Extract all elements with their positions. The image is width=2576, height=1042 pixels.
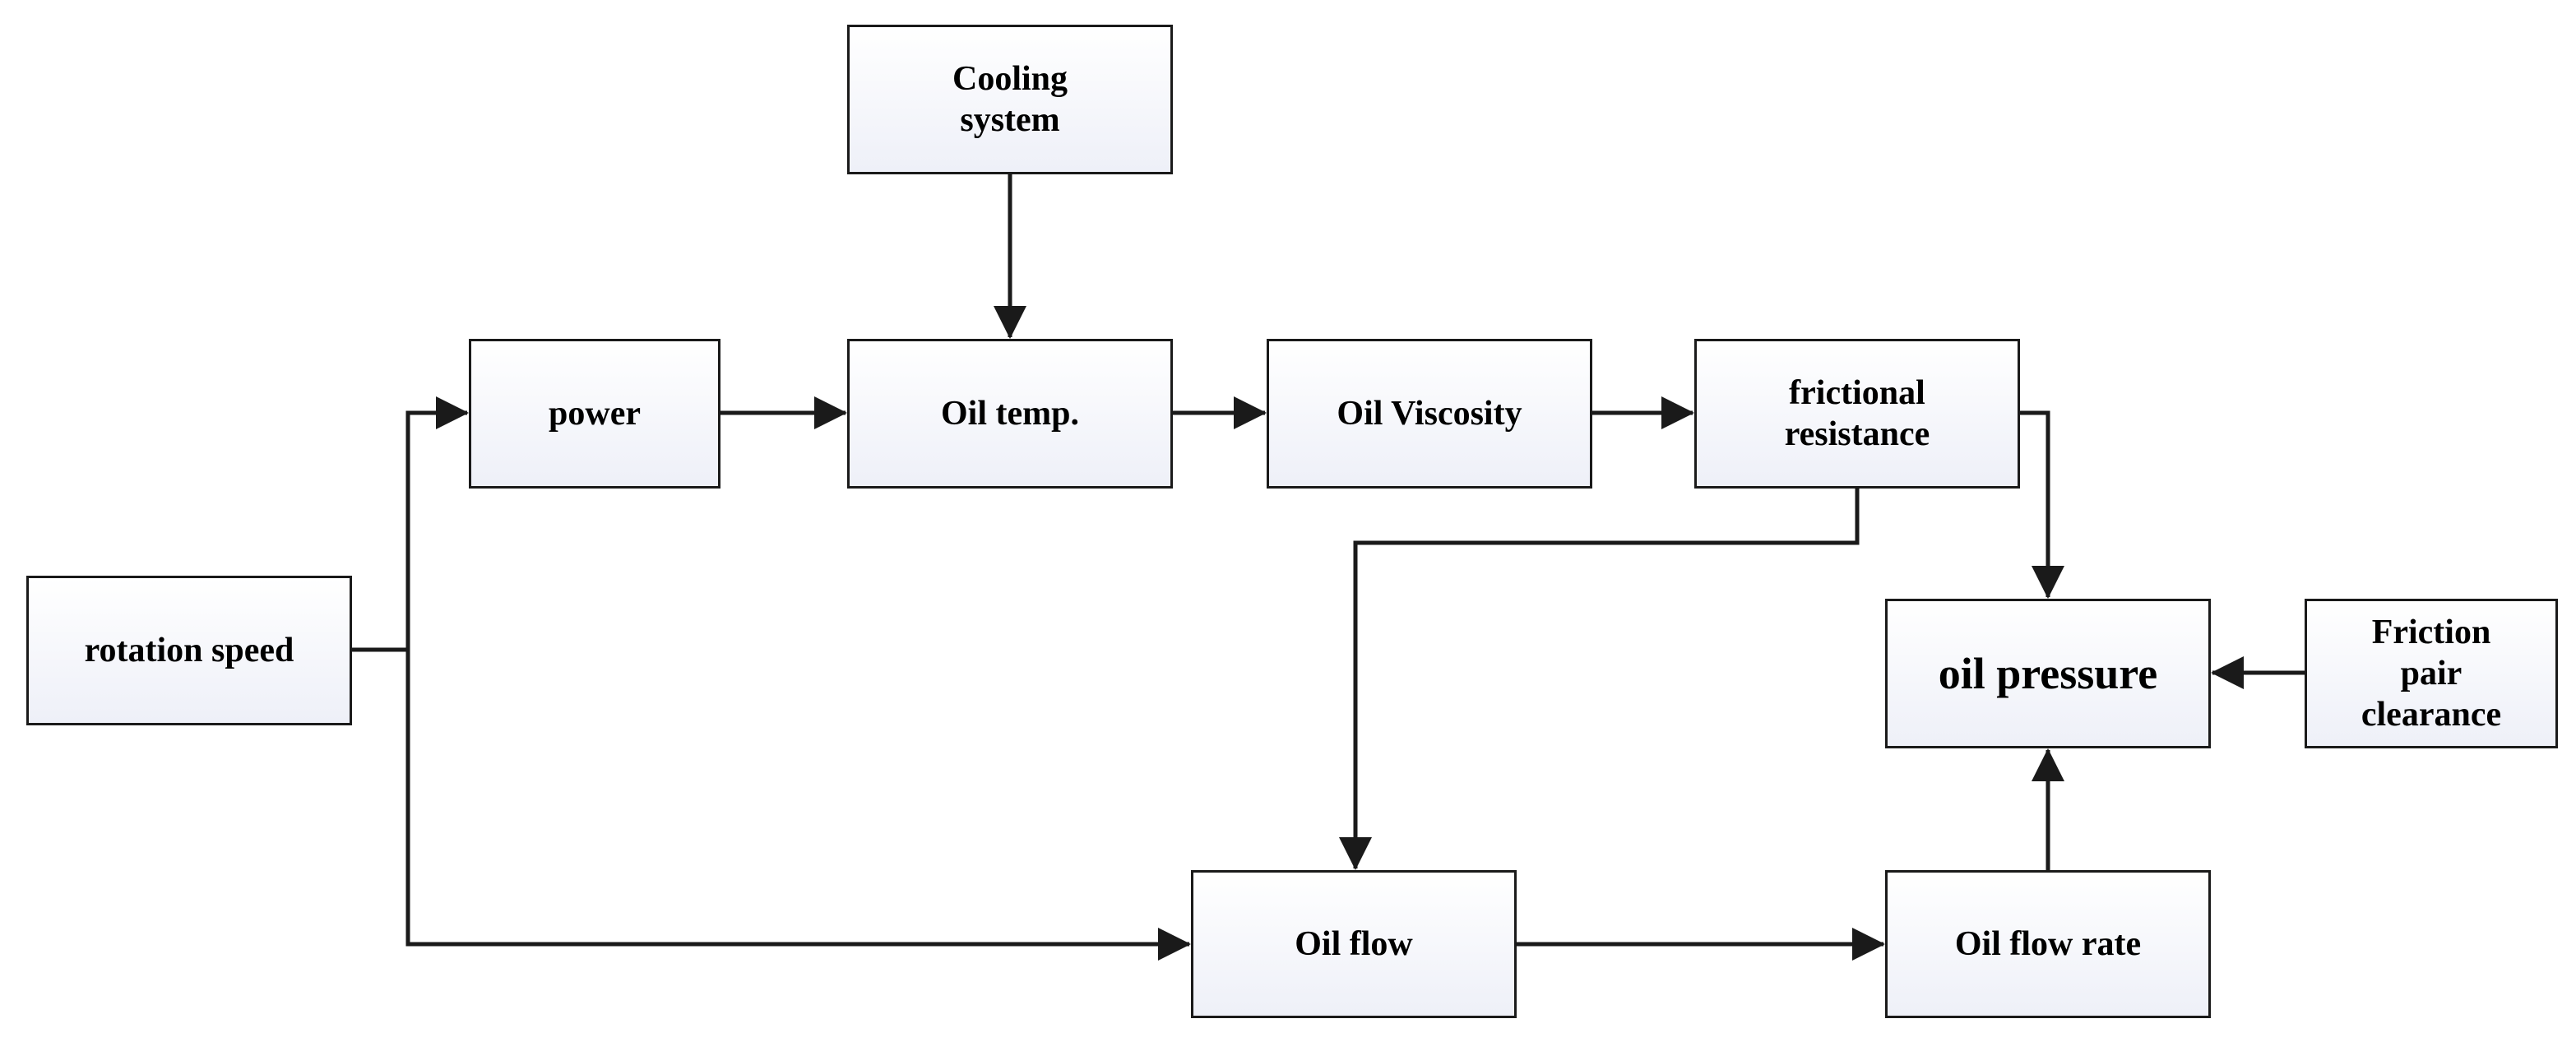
node-oil-flow-rate: Oil flow rate: [1885, 870, 2211, 1018]
edge-rotation-to-oil-flow: [405, 650, 1191, 961]
node-power: power: [469, 339, 720, 489]
node-oil-flow-label: Oil flow: [1295, 925, 1413, 963]
node-cooling-system-line-1: Cooling: [952, 60, 1068, 98]
node-friction-pair-clearance-line-2: pair: [2400, 655, 2462, 692]
edge-frictional-to-oil-pressure: [2020, 410, 2064, 599]
edge-rotation-to-power: [405, 396, 469, 650]
node-oil-viscosity-label: Oil Viscosity: [1337, 395, 1522, 433]
node-rotation-speed: rotation speed: [26, 576, 352, 725]
node-oil-pressure: oil pressure: [1885, 599, 2211, 748]
node-frictional-resistance: frictional resistance: [1694, 339, 2020, 489]
node-oil-temp: Oil temp.: [847, 339, 1173, 489]
node-oil-flow-rate-label: Oil flow rate: [1954, 925, 2142, 963]
node-frictional-resistance-line-2: resistance: [1784, 415, 1930, 453]
node-friction-pair-clearance: Friction pair clearance: [2305, 599, 2558, 748]
node-friction-pair-clearance-line-1: Friction: [2371, 614, 2491, 651]
node-frictional-resistance-line-1: frictional: [1789, 374, 1925, 412]
node-cooling-system-line-2: system: [960, 101, 1060, 139]
node-oil-viscosity: Oil Viscosity: [1267, 339, 1592, 489]
node-power-label: power: [549, 395, 641, 433]
node-rotation-speed-label: rotation speed: [84, 632, 294, 669]
node-oil-flow: Oil flow: [1191, 870, 1517, 1018]
node-friction-pair-clearance-line-3: clearance: [2361, 696, 2502, 734]
node-oil-pressure-label: oil pressure: [1938, 649, 2158, 698]
node-oil-temp-label: Oil temp.: [941, 395, 1079, 433]
edge-frictional-to-oil-flow: [1339, 489, 1860, 870]
node-cooling-system: Cooling system: [847, 25, 1173, 174]
